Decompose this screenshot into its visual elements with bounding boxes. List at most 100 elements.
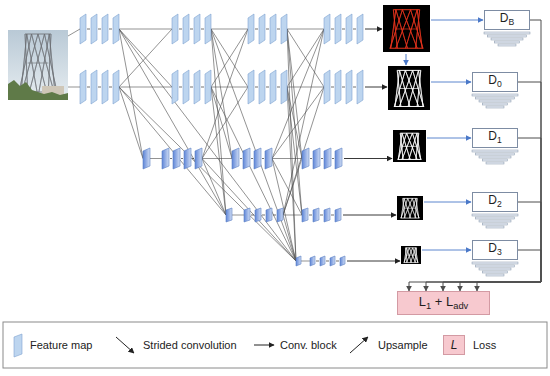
subscript: adv [453,301,468,311]
feature-map [346,14,352,44]
feature-map [91,70,97,104]
conv-link [287,29,324,87]
feature-map [254,148,261,169]
feature-map [172,70,178,104]
photo-sky [8,30,68,100]
input-link [68,29,80,36]
conv-block-arrow [266,87,269,88]
discriminator-box: D0 [472,72,518,92]
discriminator-layer [472,214,518,216]
discriminator-layer [486,226,504,228]
lattice-ring [25,34,51,35]
lattice-ring [400,133,418,134]
node-label: L1 + Ladv [419,295,469,312]
lattice-line [416,248,418,263]
legend-symbol: L [443,335,465,355]
legend-text: Loss [473,338,496,352]
image-arrow [422,250,471,251]
conv-block-arrow [201,29,204,30]
feature-map [183,14,189,44]
lattice-ring [405,247,416,248]
lattice-line [416,248,418,263]
feature-map [226,208,232,222]
conv-link [211,29,248,87]
feature-map [270,70,276,104]
discriminator-layer [486,274,504,276]
conv-block-arrow [251,158,253,159]
feature-map [335,14,341,44]
discriminator-layer [483,159,508,161]
feature-map [244,208,250,222]
subscript: 1 [497,135,502,145]
feature-map [335,70,341,104]
lattice-line [391,10,396,49]
discriminator-layer [476,153,515,155]
lattice-ring [404,262,418,263]
conv-block-arrow [316,261,319,262]
feature-map [102,14,108,44]
feature-map [205,70,211,104]
conv-link [232,215,244,216]
conv-link [119,29,172,87]
output-arrow [365,87,387,88]
conv-link [119,87,226,215]
feature-map [80,70,86,104]
discriminator-layer [479,100,511,102]
discriminator-layer [472,94,518,96]
lattice-line [416,198,419,218]
conv-link [272,158,302,159]
conv-block-arrow [277,87,280,88]
conv-link [202,158,232,159]
lattice-ring [396,28,417,29]
conv-block-arrow [98,29,101,30]
conv-block-arrow [192,158,194,159]
feature-map [255,208,261,222]
legend-text: Upsample [378,338,428,352]
lattice-line [49,34,55,92]
conv-block-arrow [332,158,334,159]
conv-block-arrow [109,87,112,88]
discriminator-layer [483,223,508,225]
loss-connector [409,20,541,291]
conv-link [283,29,324,215]
feature-map [324,208,330,222]
discriminator-layer [476,217,515,219]
lattice-line [417,133,421,159]
conv-block-arrow [262,158,264,159]
feature-map [91,14,97,44]
feature-map [340,256,345,266]
upsample-sample [350,337,368,353]
conv-link [287,87,302,159]
discriminator-layer [479,268,511,270]
node-label: D0 [488,74,501,90]
feature-map [194,70,200,104]
feature-map [281,14,287,44]
discriminator-layer [484,32,530,34]
conv-block-arrow [255,29,258,30]
lattice-line [416,198,419,218]
conv-block-arrow [331,87,334,88]
loss-connector [460,202,541,291]
conv-block-arrow [170,158,172,159]
lattice-ring [398,159,422,160]
legend-text: Conv. block [280,338,337,352]
output-arrow [365,29,382,30]
conv-block-arrow [240,158,242,159]
conv-link [283,215,296,261]
feature-map [183,70,189,104]
lattice-ring [401,218,420,219]
conv-link [272,29,324,159]
conv-link [211,29,248,30]
conv-link [283,215,302,216]
discriminator-layer [495,41,520,43]
conv-link [119,87,143,159]
feature-map [324,14,330,44]
feature-map [335,208,341,222]
conv-block-arrow [321,158,323,159]
feature-map [277,208,283,222]
conv-link [211,29,226,215]
discriminator-layer [479,156,511,158]
feature-map [357,70,363,104]
conv-link [211,87,226,215]
